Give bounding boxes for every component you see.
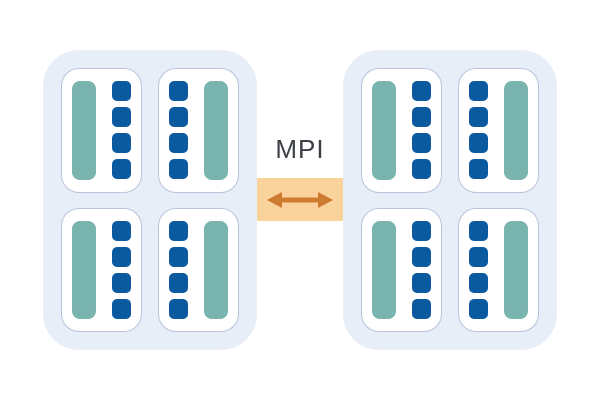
core-square [412, 159, 431, 180]
socket-card [361, 68, 442, 193]
core-square [112, 133, 131, 154]
core-square [469, 107, 488, 128]
cores-column [469, 81, 488, 180]
compute-node-left [43, 50, 257, 350]
memory-bar [372, 220, 396, 319]
core-square [112, 298, 131, 319]
core-square [469, 246, 488, 267]
socket-card [458, 207, 539, 332]
core-square [112, 81, 131, 101]
socket-card [458, 68, 539, 193]
core-square [469, 272, 488, 293]
memory-bar [204, 220, 228, 319]
core-square [469, 133, 488, 154]
core-square [469, 298, 488, 319]
memory-bar [72, 220, 96, 319]
compute-node-right [343, 50, 557, 350]
mpi-label: MPI [275, 134, 325, 164]
core-square [412, 298, 431, 319]
core-square [169, 107, 188, 128]
core-square [412, 81, 431, 101]
core-square [169, 246, 188, 267]
cores-column [412, 220, 431, 320]
core-square [412, 133, 431, 154]
memory-bar [72, 81, 96, 180]
core-square [169, 133, 188, 154]
core-square [469, 159, 488, 180]
core-square [469, 81, 488, 101]
core-square [169, 81, 188, 101]
memory-bar [504, 220, 528, 319]
memory-bar [372, 81, 396, 180]
core-square [169, 159, 188, 180]
core-square [112, 272, 131, 293]
memory-bar [204, 81, 228, 180]
socket-card [61, 207, 142, 332]
core-square [169, 298, 188, 319]
mpi-band [257, 178, 343, 221]
socket-card [61, 68, 142, 193]
socket-card [158, 68, 239, 193]
cores-column [112, 220, 131, 320]
socket-card [158, 207, 239, 332]
cores-column [169, 220, 188, 320]
core-square [112, 159, 131, 180]
cores-column [412, 81, 431, 180]
cores-column [112, 81, 131, 180]
core-square [112, 107, 131, 128]
socket-card [361, 207, 442, 332]
core-square [169, 272, 188, 293]
cores-column [169, 81, 188, 180]
core-square [469, 220, 488, 241]
core-square [169, 220, 188, 241]
core-square [412, 107, 431, 128]
core-square [112, 220, 131, 241]
core-square [412, 272, 431, 293]
cores-column [469, 220, 488, 320]
core-square [112, 246, 131, 267]
bidirectional-arrow-icon [267, 191, 333, 208]
memory-bar [504, 81, 528, 180]
core-square [412, 246, 431, 267]
core-square [412, 220, 431, 241]
